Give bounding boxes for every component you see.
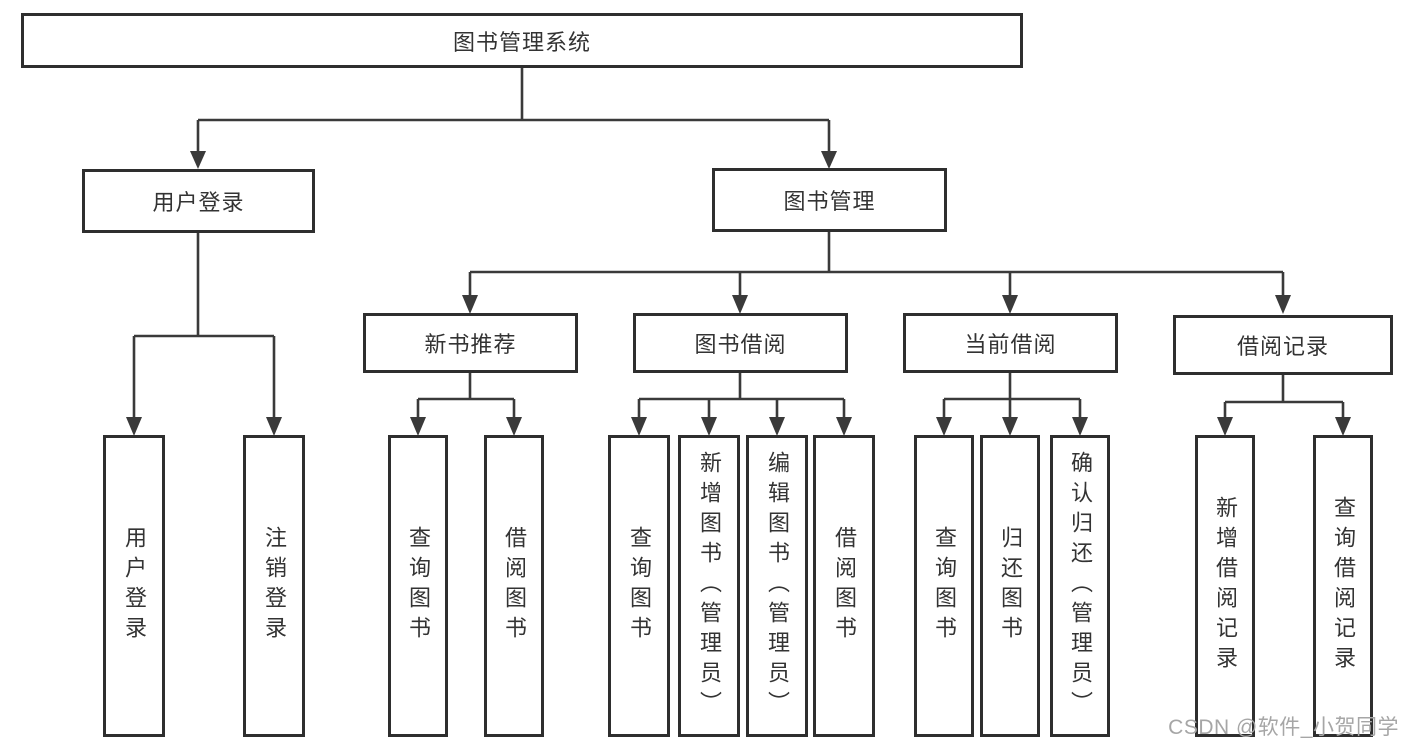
leaf-return-books: 归还图书 [980, 435, 1040, 737]
leaf-label: 归还图书 [998, 526, 1023, 646]
leaf-label: 注销登录 [262, 526, 287, 646]
leaf-label: 新增图书（管理员） [697, 451, 722, 721]
leaf-label: 借阅图书 [502, 526, 527, 646]
leaf-query-books-current: 查询图书 [914, 435, 974, 737]
csdn-watermark: CSDN @软件_小贺同学 [1168, 716, 1399, 739]
leaf-logout-login: 注销登录 [243, 435, 305, 737]
leaf-label: 查询借阅记录 [1331, 496, 1356, 676]
leaf-confirm-return-admin: 确认归还（管理员） [1050, 435, 1110, 737]
leaf-user-login: 用户登录 [103, 435, 165, 737]
leaf-add-books-admin: 新增图书（管理员） [678, 435, 740, 737]
leaf-borrow-books-newbook: 借阅图书 [484, 435, 544, 737]
leaf-label: 查询图书 [627, 526, 652, 646]
leaf-query-borrow-record: 查询借阅记录 [1313, 435, 1373, 737]
leaf-label: 查询图书 [932, 526, 957, 646]
leaf-label: 编辑图书（管理员） [765, 451, 790, 721]
leaf-label: 查询图书 [406, 526, 431, 646]
leaf-edit-books-admin: 编辑图书（管理员） [746, 435, 808, 737]
leaf-label: 用户登录 [122, 526, 147, 646]
node-book-borrowing: 图书借阅 [633, 313, 848, 373]
leaf-borrow-books-borrowing: 借阅图书 [813, 435, 875, 737]
leaf-label: 借阅图书 [832, 526, 857, 646]
node-library-management-system: 图书管理系统 [21, 13, 1023, 68]
node-book-management: 图书管理 [712, 168, 947, 232]
node-user-login: 用户登录 [82, 169, 315, 233]
leaf-add-borrow-record: 新增借阅记录 [1195, 435, 1255, 737]
leaf-query-books-borrowing: 查询图书 [608, 435, 670, 737]
leaf-label: 确认归还（管理员） [1068, 451, 1093, 721]
node-current-borrowing: 当前借阅 [903, 313, 1118, 373]
node-new-book-recommend: 新书推荐 [363, 313, 578, 373]
node-borrow-records: 借阅记录 [1173, 315, 1393, 375]
leaf-query-books-newbook: 查询图书 [388, 435, 448, 737]
leaf-label: 新增借阅记录 [1213, 496, 1238, 676]
